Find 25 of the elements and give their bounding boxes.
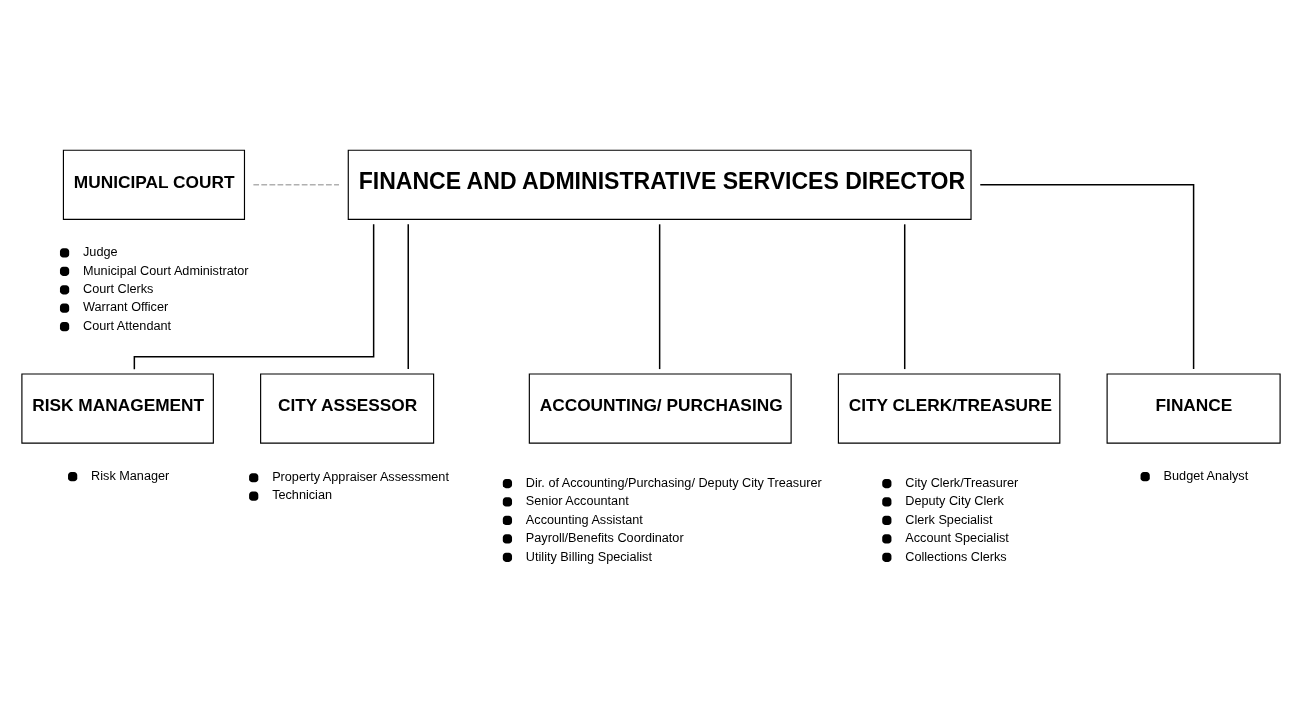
node-label: Accounting Assistant	[525, 512, 643, 527]
connector	[658, 223, 661, 370]
node-label: City Clerk/Treasurer	[905, 475, 1019, 490]
connector	[979, 183, 1195, 370]
node-label: Court Clerks	[83, 281, 154, 296]
node-label: Clerk Specialist	[905, 512, 993, 527]
node-label: Municipal Court Administrator	[83, 263, 249, 278]
node-label: Dir. of Accounting/Purchasing/ Deputy City Treasurer	[525, 475, 822, 490]
node-label: Risk Manager	[91, 468, 170, 483]
node-label: Judge	[83, 244, 118, 259]
node-label: Collections Clerks	[905, 549, 1007, 564]
node-label: Budget Analyst	[1163, 468, 1249, 483]
node-label: Court Attendant	[83, 318, 172, 333]
connector	[133, 223, 375, 370]
node-label: Deputy City Clerk	[905, 493, 1004, 508]
connector	[903, 223, 906, 370]
node-label: Warrant Officer	[83, 299, 169, 314]
connector	[252, 183, 340, 186]
node-label: Utility Billing Specialist	[525, 549, 652, 564]
node-label: Payroll/Benefits Coordinator	[525, 530, 684, 545]
connector	[407, 223, 409, 370]
node-label: Senior Accountant	[525, 493, 629, 508]
node-label: Account Specialist	[905, 530, 1009, 545]
node-label: Technician	[272, 487, 333, 502]
node-label: Property Appraiser Assessment	[272, 469, 449, 484]
